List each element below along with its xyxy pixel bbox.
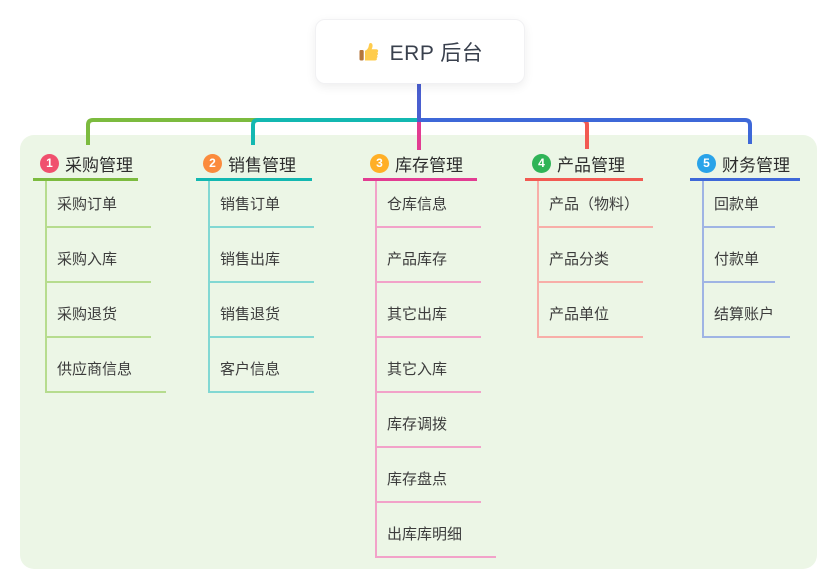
child-item[interactable]: 采购订单 <box>47 181 166 228</box>
branch-children: 销售订单 销售出库 销售退货 客户信息 <box>208 181 315 393</box>
branch-badge: 4 <box>532 153 551 173</box>
branch-badge: 5 <box>697 153 716 173</box>
branch-inventory-management: 3 库存管理 仓库信息 产品库存 其它出库 其它入库 库存调拨 库存盘点 出库库… <box>363 148 497 558</box>
branch-label: 财务管理 <box>722 155 790 175</box>
branch-label: 销售管理 <box>228 155 296 175</box>
background-panel <box>20 135 817 569</box>
child-item[interactable]: 付款单 <box>704 228 800 283</box>
branch-finance-management: 5 财务管理 回款单 付款单 结算账户 <box>690 148 800 338</box>
child-item[interactable]: 其它入库 <box>377 338 496 393</box>
branch-children: 回款单 付款单 结算账户 <box>702 181 800 338</box>
thumbs-up-icon <box>357 40 381 64</box>
branch-product-management: 4 产品管理 产品（物料） 产品分类 产品单位 <box>525 148 654 338</box>
branch-title-inventory[interactable]: 3 库存管理 <box>363 148 477 181</box>
child-item[interactable]: 结算账户 <box>704 283 800 338</box>
child-item[interactable]: 库存盘点 <box>377 448 496 503</box>
branch-purchase-management: 1 采购管理 采购订单 采购入库 采购退货 供应商信息 <box>33 148 167 393</box>
child-item[interactable]: 出库库明细 <box>377 503 497 558</box>
branch-title-product[interactable]: 4 产品管理 <box>525 148 643 181</box>
branch-badge: 3 <box>370 153 389 173</box>
child-item[interactable]: 产品分类 <box>539 228 653 283</box>
branch-label: 库存管理 <box>395 155 463 175</box>
child-item[interactable]: 采购退货 <box>47 283 166 338</box>
branch-label: 产品管理 <box>557 155 625 175</box>
branch-sales-management: 2 销售管理 销售订单 销售出库 销售退货 客户信息 <box>196 148 315 393</box>
child-item[interactable]: 仓库信息 <box>377 181 496 228</box>
branch-badge: 1 <box>40 153 59 173</box>
child-item[interactable]: 回款单 <box>704 181 800 228</box>
child-item[interactable]: 销售退货 <box>210 283 315 338</box>
branch-children: 产品（物料） 产品分类 产品单位 <box>537 181 654 338</box>
branch-children: 仓库信息 产品库存 其它出库 其它入库 库存调拨 库存盘点 出库库明细 <box>375 181 497 558</box>
child-item[interactable]: 产品（物料） <box>539 181 654 228</box>
child-item[interactable]: 产品单位 <box>539 283 653 338</box>
child-item[interactable]: 采购入库 <box>47 228 166 283</box>
root-node[interactable]: ERP 后台 <box>315 19 525 84</box>
branch-title-sales[interactable]: 2 销售管理 <box>196 148 312 181</box>
branch-badge: 2 <box>203 153 222 173</box>
child-item[interactable]: 其它出库 <box>377 283 496 338</box>
child-item[interactable]: 客户信息 <box>210 338 315 393</box>
root-label: ERP 后台 <box>389 41 484 65</box>
child-item[interactable]: 销售订单 <box>210 181 315 228</box>
branch-children: 采购订单 采购入库 采购退货 供应商信息 <box>45 181 167 393</box>
child-item[interactable]: 库存调拨 <box>377 393 496 448</box>
child-item[interactable]: 供应商信息 <box>47 338 167 393</box>
branch-label: 采购管理 <box>65 155 133 175</box>
branch-title-purchase[interactable]: 1 采购管理 <box>33 148 138 181</box>
child-item[interactable]: 销售出库 <box>210 228 315 283</box>
child-item[interactable]: 产品库存 <box>377 228 496 283</box>
branch-title-finance[interactable]: 5 财务管理 <box>690 148 800 181</box>
